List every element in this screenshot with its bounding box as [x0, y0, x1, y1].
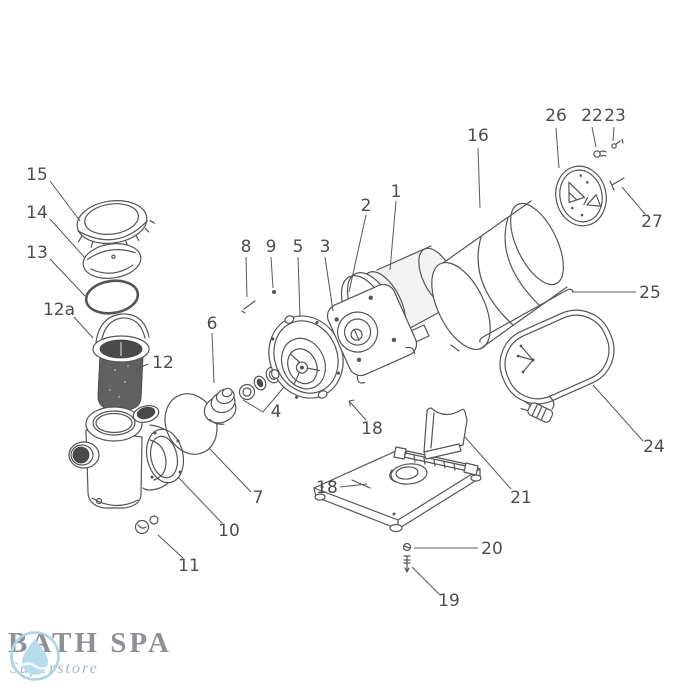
callout-7: 7: [253, 488, 264, 508]
part-power-cord: [499, 309, 615, 423]
callout-18-seal: 18: [361, 419, 383, 439]
callout-13: 13: [26, 243, 48, 263]
callout-8: 8: [241, 237, 252, 257]
part-diffuser: [203, 387, 237, 425]
callout-15: 15: [26, 165, 48, 185]
callout-21: 21: [510, 488, 532, 508]
part-through-bolt: [609, 177, 625, 191]
part-end-cap-screws: [593, 138, 624, 158]
callout-labels: 15 14 13 12a 12 8 9 5 3 6 2 1 16 26 22 2…: [26, 106, 665, 611]
callout-10: 10: [218, 521, 240, 541]
callout-14: 14: [26, 203, 48, 223]
leader-18a: [348, 399, 367, 421]
callout-18-base: 18: [316, 478, 338, 498]
leader-24: [592, 384, 644, 442]
part-base-screw: [402, 542, 412, 552]
leader-lines: [49, 126, 646, 596]
logo-drop: [22, 639, 48, 675]
leader-27: [621, 186, 646, 215]
logo-ring: [10, 631, 60, 681]
callout-2: 2: [361, 196, 372, 216]
callout-11: 11: [178, 556, 200, 576]
leader-11: [157, 534, 184, 559]
leader-19: [411, 566, 441, 596]
part-base-bolt: [403, 555, 411, 573]
callout-1: 1: [391, 182, 402, 202]
leader-6: [211, 332, 215, 384]
callout-24: 24: [643, 437, 665, 457]
leader-7: [208, 447, 252, 493]
leader-16: [477, 147, 481, 209]
callout-12: 12: [152, 353, 174, 373]
brand-logo: BATH SPA Superstore: [8, 629, 172, 681]
leader-26: [555, 127, 560, 169]
part-lid-ring: [82, 243, 142, 279]
leader-5: [297, 256, 301, 318]
callout-26: 26: [545, 106, 567, 126]
leader-3: [324, 256, 334, 312]
leader-21: [464, 436, 512, 490]
callout-20: 20: [481, 539, 503, 559]
part-motor-end-cap: [555, 165, 607, 227]
callout-6: 6: [207, 314, 218, 334]
leader-22: [591, 126, 597, 148]
callout-12a: 12a: [43, 300, 75, 320]
logo-wave: [20, 662, 50, 670]
leader-12: [134, 363, 149, 371]
part-washer: [272, 290, 276, 294]
callout-16: 16: [467, 126, 489, 146]
leader-1: [389, 200, 397, 271]
callout-22: 22: [581, 106, 603, 126]
leader-4: [242, 386, 285, 413]
part-impeller-screw: [241, 300, 256, 314]
part-pump-housing: [68, 404, 185, 509]
leader-8: [245, 256, 248, 298]
part-drain-plugs: [134, 515, 159, 535]
part-base-plate: [313, 446, 482, 533]
part-motor-shell: [431, 200, 568, 352]
leader-13: [49, 258, 86, 297]
leader-9: [270, 256, 274, 289]
part-lid-o-ring: [84, 279, 140, 315]
callout-3: 3: [320, 237, 331, 257]
part-shield: [423, 407, 468, 460]
part-motor-front: [326, 283, 418, 384]
part-strainer-basket: [92, 313, 150, 411]
parts-drawing: [68, 138, 625, 573]
leader-23: [612, 126, 615, 142]
callout-25: 25: [639, 283, 661, 303]
leader-12a: [73, 316, 94, 339]
callout-9: 9: [266, 237, 277, 257]
callout-27: 27: [641, 212, 663, 232]
water-drop-icon: [10, 631, 60, 681]
callout-4: 4: [271, 402, 282, 422]
callout-23: 23: [604, 106, 626, 126]
part-seal-plate: [268, 315, 344, 399]
part-wire: [479, 288, 574, 343]
callout-19: 19: [438, 591, 460, 611]
leader-2: [348, 214, 367, 293]
leader-18b: [339, 483, 368, 488]
leader-15: [49, 180, 81, 222]
leader-14: [49, 218, 86, 259]
callout-5: 5: [293, 237, 304, 257]
leader-10: [177, 476, 223, 524]
